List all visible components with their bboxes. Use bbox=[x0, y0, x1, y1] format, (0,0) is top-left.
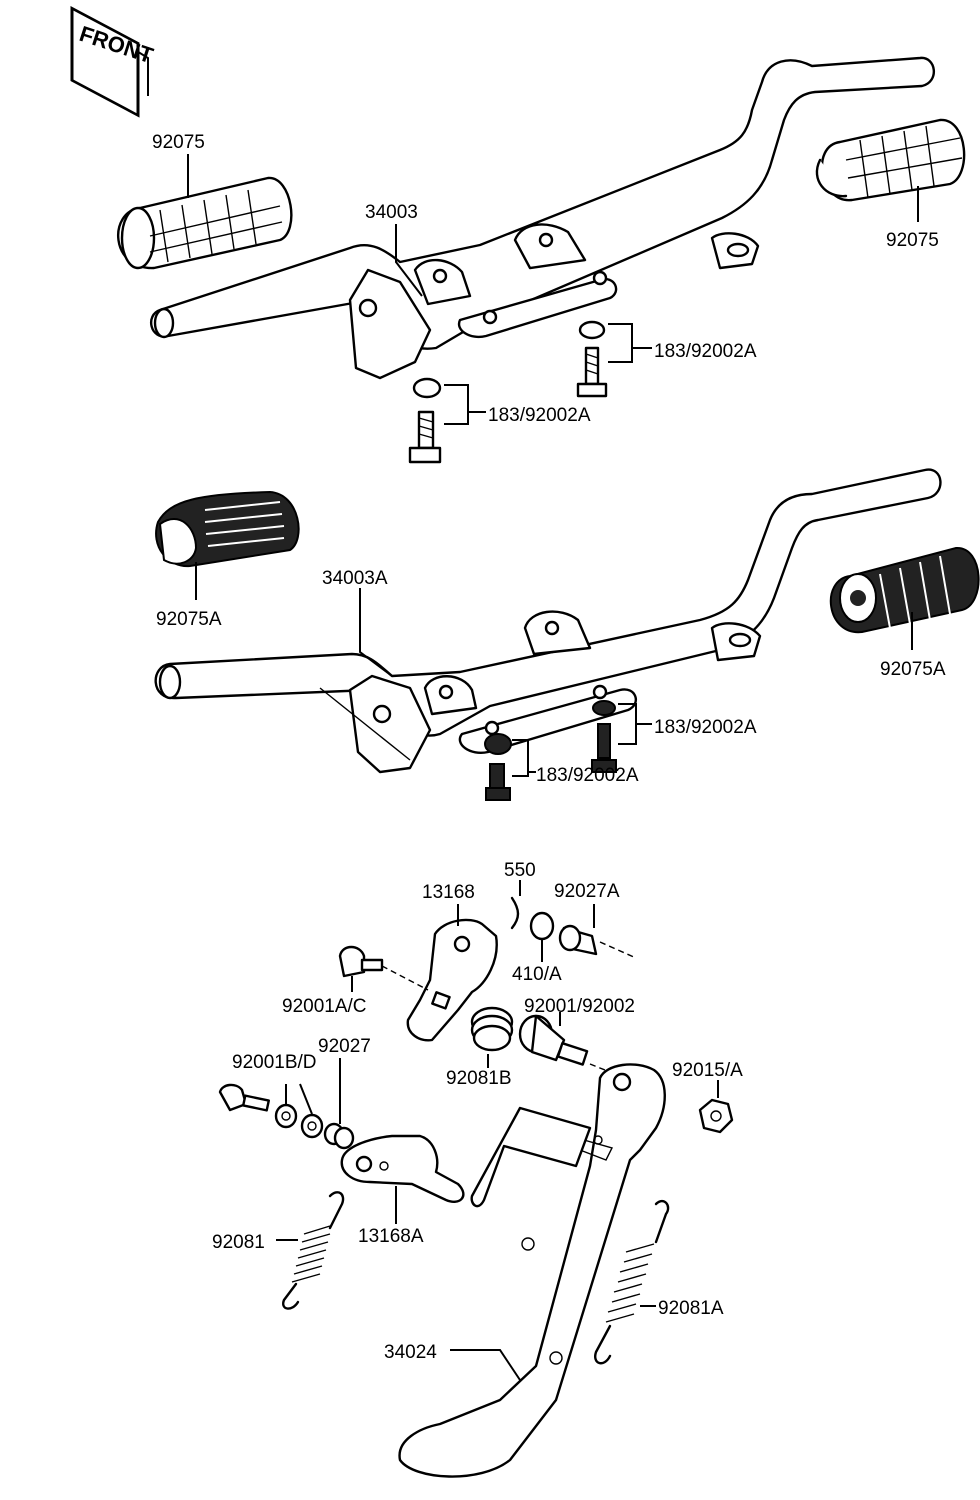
label-550: 550 bbox=[504, 860, 536, 881]
label-92001a-c: 92001A/C bbox=[282, 996, 367, 1017]
bolt-washer-middle-right bbox=[591, 700, 617, 773]
pivot-bolt-92001-92002 bbox=[518, 1014, 621, 1077]
bolt-washer-top-right bbox=[576, 320, 608, 398]
bolt-washer-middle-left bbox=[484, 733, 512, 801]
label-34024: 34024 bbox=[384, 1342, 437, 1363]
label-92075-top-left: 92075 bbox=[152, 132, 205, 153]
footpeg-bar-top bbox=[149, 56, 935, 380]
label-410-a: 410/A bbox=[512, 964, 562, 985]
grip-rubber-middle-right bbox=[829, 546, 980, 634]
label-92081: 92081 bbox=[212, 1232, 265, 1253]
spring-92081a bbox=[594, 1199, 670, 1365]
coil-spring-92081b bbox=[470, 1006, 514, 1052]
label-92075a-middle-left: 92075A bbox=[156, 609, 222, 630]
grip-rubber-top-right bbox=[815, 118, 966, 202]
label-92015-a: 92015/A bbox=[672, 1060, 743, 1081]
side-stand-34024 bbox=[398, 1063, 666, 1478]
stand-bracket-13168 bbox=[406, 918, 498, 1042]
stand-bracket-13168a bbox=[340, 1134, 465, 1203]
label-92081b: 92081B bbox=[446, 1068, 512, 1089]
label-92001b-d: 92001B/D bbox=[232, 1052, 317, 1073]
label-92075-top-right: 92075 bbox=[886, 230, 939, 251]
label-13168a: 13168A bbox=[358, 1226, 424, 1247]
collar-92027 bbox=[323, 1122, 355, 1150]
label-183-92002a-middle-left: 183/92002A bbox=[536, 765, 639, 786]
label-92027a: 92027A bbox=[554, 881, 620, 902]
spring-92081 bbox=[282, 1191, 345, 1310]
bolt-small-92001a-c bbox=[338, 945, 429, 991]
washer bbox=[529, 911, 555, 941]
nut bbox=[698, 1098, 734, 1134]
label-13168: 13168 bbox=[422, 882, 475, 903]
label-183-92002a-top-left: 183/92002A bbox=[488, 405, 591, 426]
label-183-92002a-middle-right: 183/92002A bbox=[654, 717, 757, 738]
label-183-92002a-top-right: 183/92002A bbox=[654, 341, 757, 362]
bolt-washer-top-left bbox=[408, 377, 442, 464]
grip-rubber-middle-left bbox=[155, 490, 300, 568]
label-92027: 92027 bbox=[318, 1036, 371, 1057]
label-92081a: 92081A bbox=[658, 1298, 724, 1319]
label-92075a-middle-right: 92075A bbox=[880, 659, 946, 680]
label-34003a: 34003A bbox=[322, 568, 388, 589]
bolt-set-92001b-d bbox=[218, 1083, 324, 1139]
cotter-pin bbox=[510, 896, 520, 930]
label-92001-92002: 92001/92002 bbox=[524, 996, 635, 1017]
grip-rubber-top-left bbox=[117, 176, 293, 270]
label-34003: 34003 bbox=[365, 202, 418, 223]
front-direction-badge: FRONT bbox=[70, 5, 157, 118]
